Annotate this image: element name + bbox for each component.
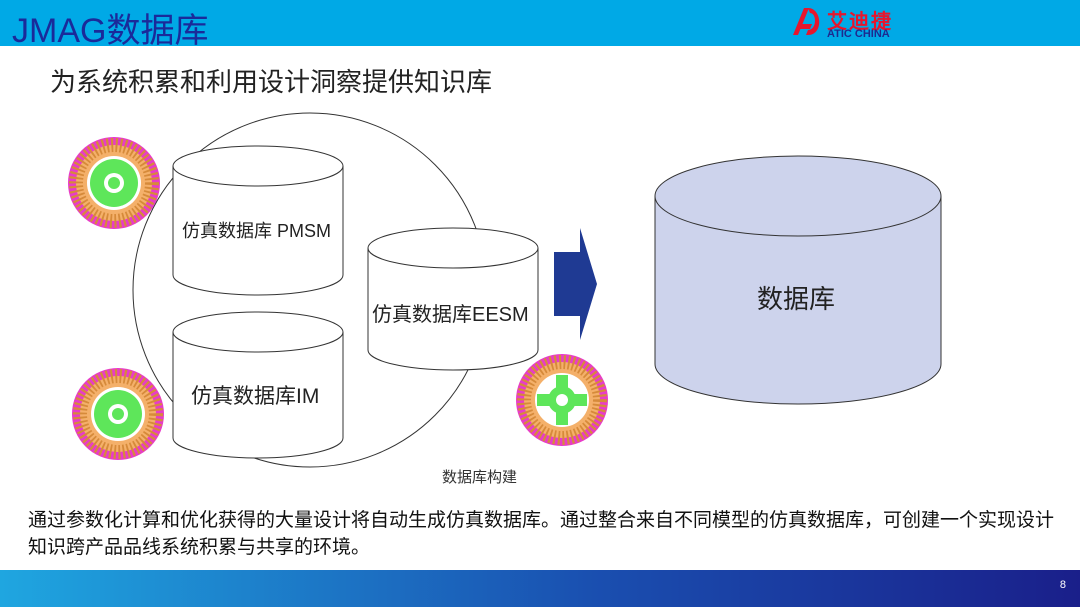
database-diagram: 仿真数据库 PMSM 仿真数据库IM 仿真数据库EESM 数据库 <box>0 112 942 468</box>
db-eesm-label: 仿真数据库EESM <box>372 303 529 326</box>
page-number: 8 <box>1059 579 1066 591</box>
db-im-label: 仿真数据库IM <box>191 385 319 408</box>
logo-text-en: ATIC CHINA <box>827 28 890 40</box>
body-paragraph: 通过参数化计算和优化获得的大量设计将自动生成仿真数据库。通过整合来自不同模型的仿… <box>28 510 1055 558</box>
rotor-image-pmsm <box>68 137 160 229</box>
diagram-caption: 数据库构建 <box>442 469 518 486</box>
page-title: JMAG数据库 <box>12 12 209 50</box>
db-eesm-cylinder <box>367 227 539 371</box>
slide-subtitle: 为系统积累和利用设计洞察提供知识库 <box>50 67 493 97</box>
company-logo: 艾迪捷 ATIC CHINA <box>790 4 910 44</box>
db-pmsm-cylinder <box>172 145 344 296</box>
logo-text-cn: 艾迪捷 <box>827 11 893 33</box>
atic-logo-icon <box>793 8 820 35</box>
footer-bar <box>0 570 1080 607</box>
arrow-icon <box>554 228 597 340</box>
rotor-image-im <box>72 368 164 460</box>
db-im-cylinder <box>172 311 344 459</box>
db-main-label: 数据库 <box>757 284 835 314</box>
header-bar <box>0 0 1080 46</box>
rotor-image-eesm <box>516 354 608 446</box>
db-pmsm-label: 仿真数据库 PMSM <box>182 221 331 241</box>
db-main-cylinder <box>654 155 942 405</box>
